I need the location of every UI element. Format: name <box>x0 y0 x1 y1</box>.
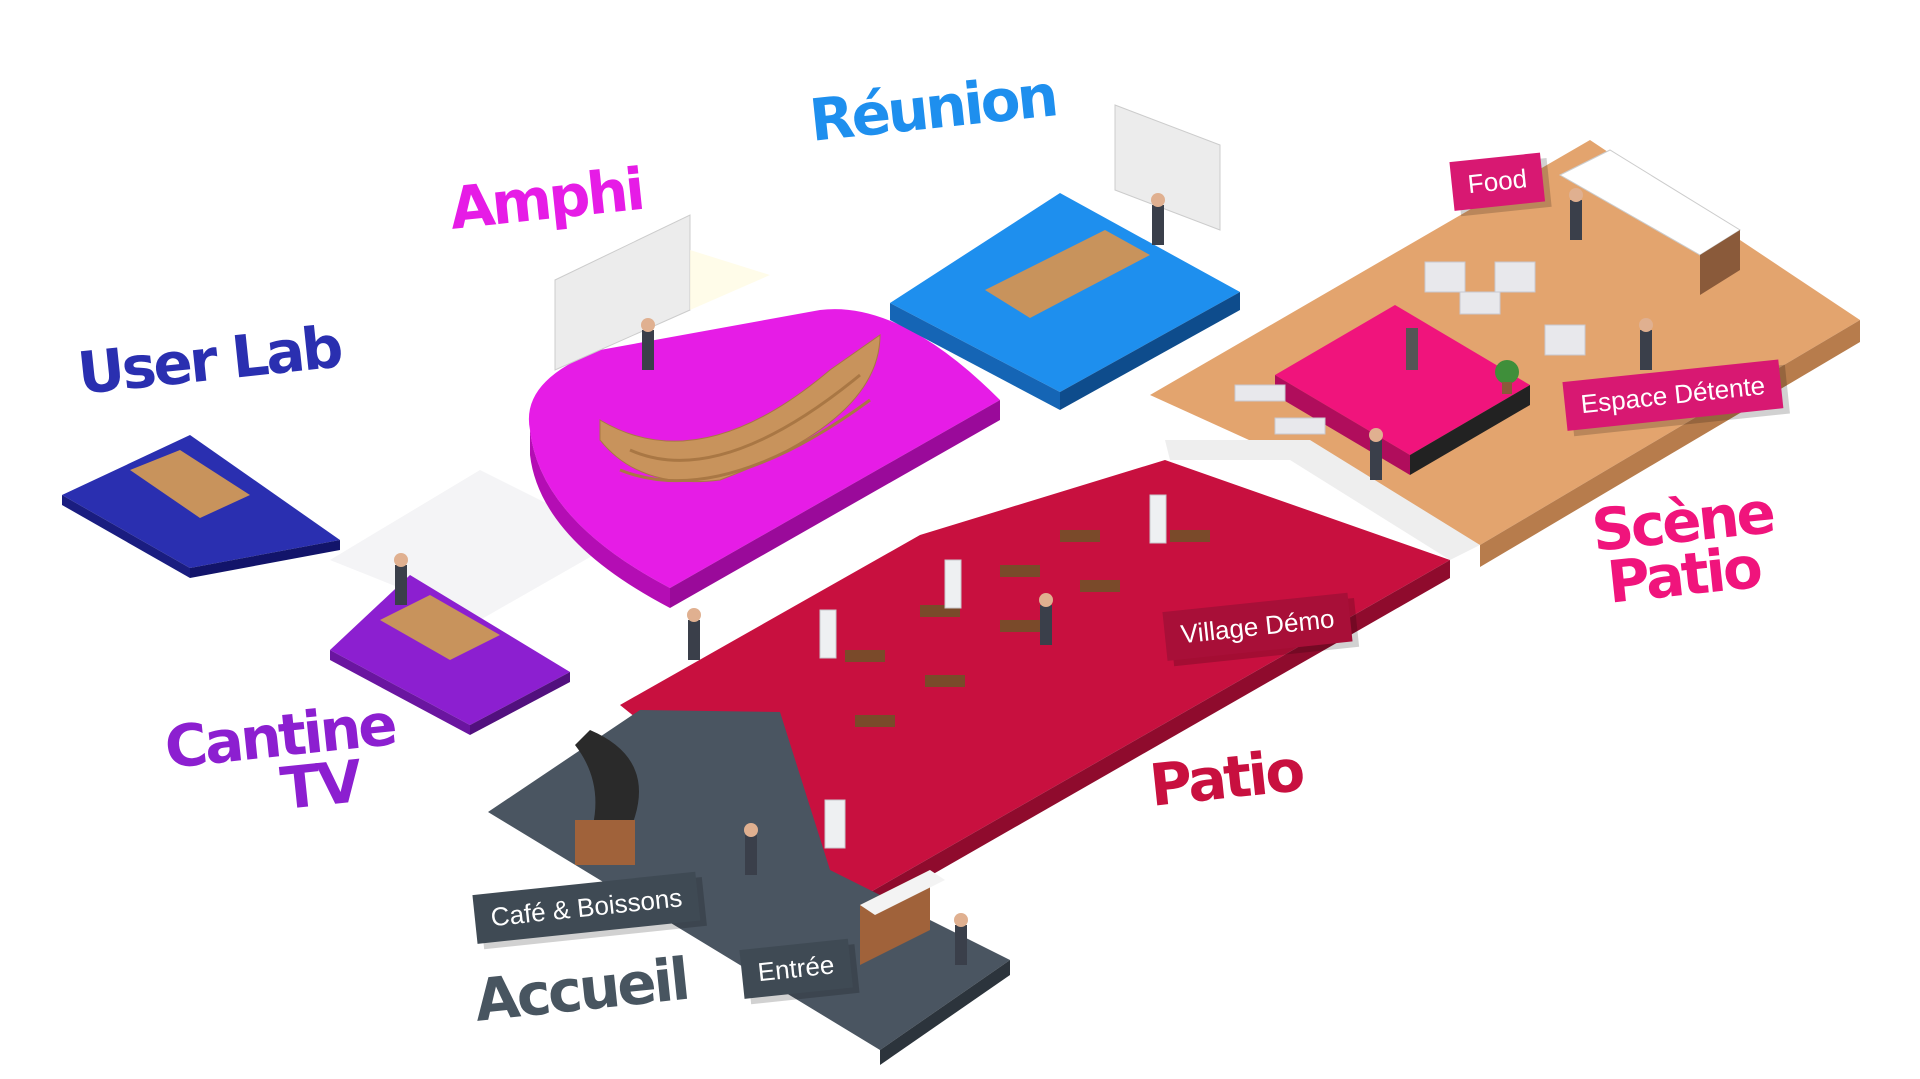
zone-title-patio[interactable]: Patio <box>1146 736 1306 820</box>
plant-decor <box>1495 360 1519 394</box>
user-lab-room[interactable] <box>62 435 340 578</box>
cantine-table <box>380 595 500 660</box>
people <box>394 188 1653 965</box>
amphi-room[interactable] <box>528 214 1000 608</box>
reunion-screen <box>1114 104 1221 231</box>
food-counter <box>1558 149 1741 295</box>
stairs <box>1165 440 1480 560</box>
reception-desk <box>860 870 945 965</box>
user-lab-table <box>130 450 250 518</box>
zone-title-amphi[interactable]: Amphi <box>446 155 646 243</box>
banner-stands <box>819 494 1167 849</box>
cafe-bar-counter <box>575 730 639 865</box>
zone-title-scene-patio[interactable]: Scène Patio <box>1589 478 1780 617</box>
lounge-seating <box>1234 261 1586 435</box>
amphi-projector-beam <box>690 250 770 310</box>
cantine-tv-room[interactable] <box>330 575 570 735</box>
zone-title-scene-line2: Patio <box>1604 533 1763 617</box>
meeting-table <box>985 230 1150 318</box>
stage-speaker <box>1406 328 1418 370</box>
tag-food[interactable]: Food <box>1449 152 1546 211</box>
patio-floor[interactable] <box>620 460 1450 916</box>
reunion-room[interactable] <box>890 104 1240 410</box>
